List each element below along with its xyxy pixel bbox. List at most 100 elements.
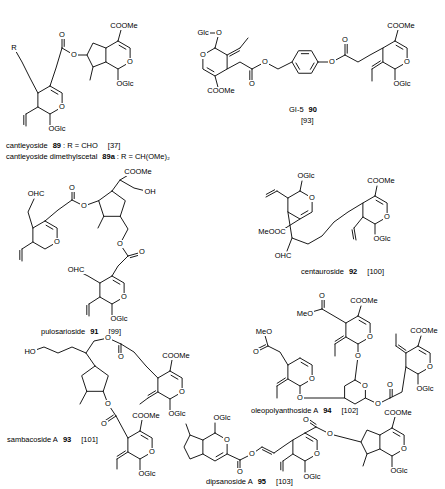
bond-line [396,346,406,353]
bond-line [310,63,314,69]
bond-line [120,180,146,191]
bond-line [393,432,400,436]
bond-line [266,190,274,195]
bond-line [252,62,292,69]
bond-group [14,30,430,472]
atom-label: OGlc [415,385,434,393]
atom-label: O [120,293,128,301]
bond-line [361,430,380,454]
compound-caption: 95 [257,478,267,486]
atom-label: O [68,184,76,192]
bond-line [148,391,156,396]
atom-label: O [403,58,411,66]
atom-label: OGlc [137,470,156,478]
bond-line [50,114,51,125]
bond-line [418,336,421,346]
bond-line [121,344,158,378]
atom-label: O [126,58,134,66]
atom-label: OGlc [389,467,408,475]
atom-label: O [100,420,108,428]
atom-label: MeO [255,328,273,336]
atom-label: COOMe [409,327,439,335]
atom-label: COOMe [123,168,153,176]
compound-caption: 91 [89,328,99,336]
atom-label: OGlc [296,172,315,180]
bond-line [358,344,359,352]
bond-line [90,67,93,80]
bond-line [268,346,288,365]
atom-label: OGlc [167,410,186,418]
bond-line [112,174,130,191]
atom-label: O [178,388,186,396]
bond-line [398,345,406,350]
bond-line [316,427,361,442]
compound-caption: [102] [340,407,359,415]
atom-label: O [386,381,394,389]
bond-line [287,238,292,251]
bond-line [46,225,53,229]
bond-line [170,399,171,410]
bond-line [170,360,172,371]
bond-line [305,461,306,472]
atom-label: O [252,348,260,356]
atom-label: OGlc [392,80,411,88]
bond-line [301,211,308,215]
compound-caption: [93] [300,117,315,125]
bond-line [359,320,366,324]
bond-line [99,191,126,216]
bond-line [300,181,302,191]
bond-line [283,454,293,461]
atom-label: O [80,202,88,210]
bond-line [296,63,300,69]
bond-line [301,53,308,54]
atom-label: O [383,213,391,221]
bond-line [19,250,20,259]
compound-caption: 90 [308,106,318,114]
bond-line [117,451,125,456]
atom-label: O [58,31,66,39]
bond-line [89,304,90,316]
bond-line [112,304,113,315]
bond-line [283,461,284,471]
bond-line [335,344,336,356]
bond-line [89,297,100,304]
atom-label: O [296,394,304,402]
atom-label: COOMe [349,297,379,305]
atom-label: HO [23,348,36,356]
compound-caption: 93 [62,436,72,444]
bond-line [23,115,24,124]
atom-label: O [70,51,78,59]
bond-line [119,45,126,49]
bond-line [82,366,109,391]
bond-line [45,200,72,221]
atom-label: COOMe [206,87,236,95]
bond-line [288,203,363,244]
compound-caption: : R = CHO [62,142,99,150]
atom-label: O [104,400,112,408]
bond-line [22,242,33,249]
compound-caption: sambacoside A [6,436,59,444]
bond-line [354,228,356,240]
atom-label: O [117,353,125,361]
bond-line [30,347,95,366]
atom-label: O [313,450,321,458]
atom-label: O [53,238,61,246]
bond-line [352,230,354,239]
bond-line [184,435,203,459]
atom-label: O [104,334,112,342]
atom-label: COOMe [366,177,396,185]
bond-line [392,417,395,428]
atom-label: O [215,29,223,37]
atom-label: O [354,352,362,360]
bond-line [375,224,376,234]
compound-caption: : R = CH(OMe)₂ [116,153,171,161]
bond-line [118,30,121,41]
atom-label: O [236,468,244,476]
atom-label: O [148,448,156,456]
atom-label: O [374,400,382,408]
atom-label: O [199,51,207,59]
atom-label: COOMe [109,22,139,30]
atom-label: OHC [27,190,46,198]
bond-line [262,450,271,455]
